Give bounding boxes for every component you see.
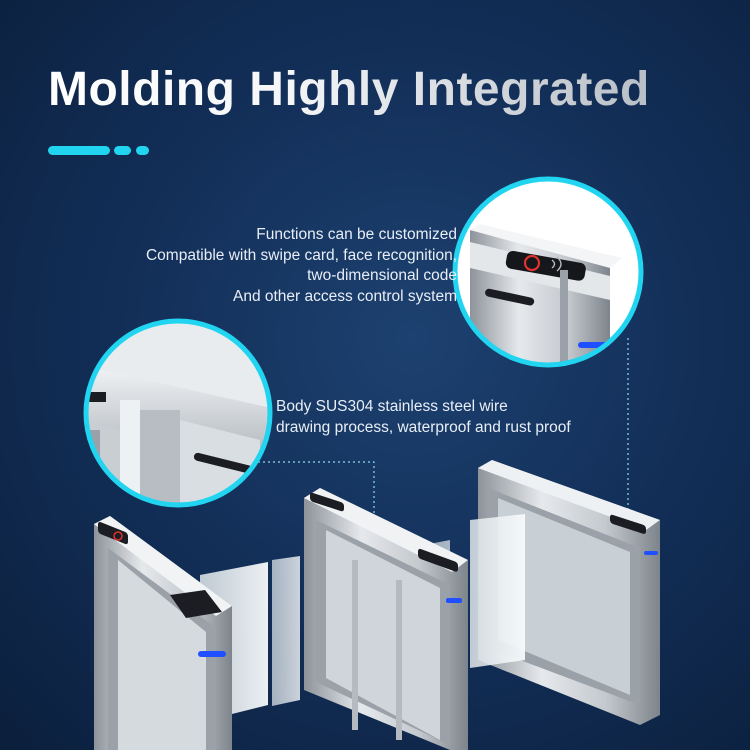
callout-lines xyxy=(258,338,629,520)
body-line: drawing process, waterproof and rust pro… xyxy=(276,418,571,436)
callout-line-body xyxy=(258,461,375,520)
functions-description: Functions can be customized Compatible w… xyxy=(146,225,457,307)
accent-bar-short xyxy=(114,146,131,155)
detail-circle-reader xyxy=(452,176,644,368)
body-line: Body SUS304 stainless steel wire xyxy=(276,398,508,415)
functions-line: Compatible with swipe card, face recogni… xyxy=(145,246,457,264)
accent-dot xyxy=(136,146,149,155)
rfid-wave-icon xyxy=(551,256,562,272)
detail-circle-steel xyxy=(83,318,273,508)
indicator-light xyxy=(446,598,462,603)
functions-line: two-dimensional code xyxy=(307,267,457,284)
functions-line: And other access control system xyxy=(233,287,457,305)
glass-wing-right xyxy=(470,514,525,668)
left-cabinet xyxy=(94,516,232,750)
accent-bar-long xyxy=(48,146,110,155)
center-cabinet xyxy=(304,488,468,750)
body-description: Body SUS304 stainless steel wire drawing… xyxy=(276,397,571,438)
indicator-light xyxy=(198,651,226,657)
page-title: Molding Highly Integrated xyxy=(48,63,650,116)
reader-ring-icon xyxy=(523,254,541,272)
functions-line: Functions can be customized xyxy=(256,226,457,243)
indicator-light xyxy=(644,551,658,555)
